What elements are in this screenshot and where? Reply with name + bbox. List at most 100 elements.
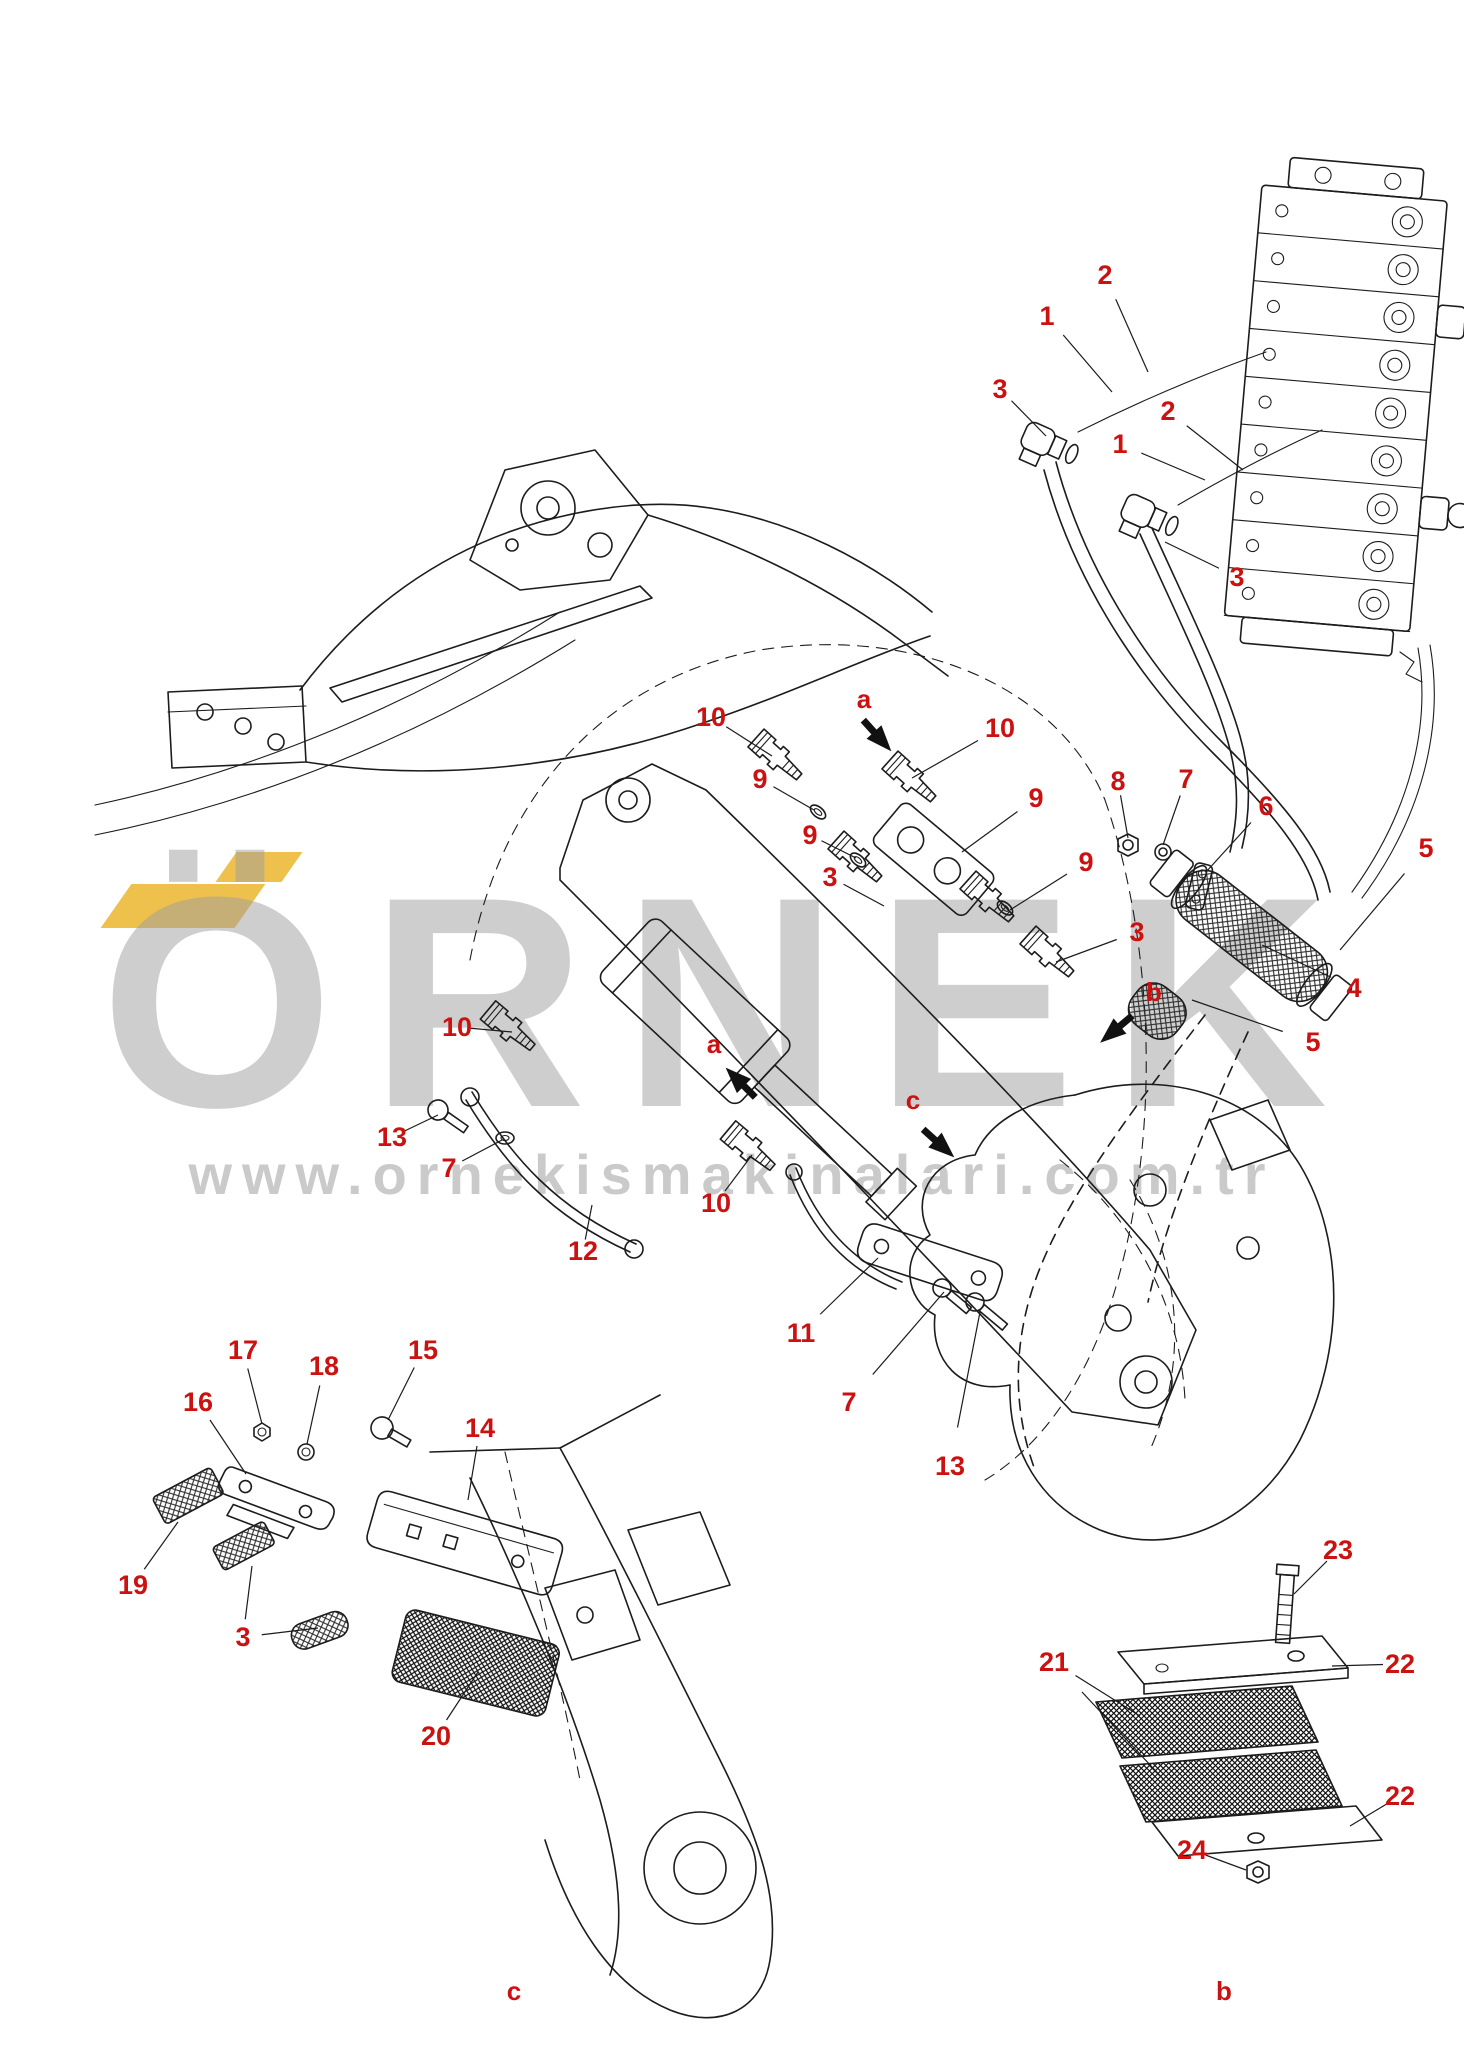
screw-fittings [479, 728, 1080, 1178]
bracket-6 [1185, 862, 1214, 911]
arm-base-body [909, 1083, 1335, 1541]
leader-line [1011, 400, 1047, 437]
leader-line [387, 1367, 415, 1421]
callout-5: 5 [1305, 1027, 1320, 1057]
leader-line [467, 1445, 478, 1501]
callout-2: 2 [1160, 396, 1175, 426]
callout-2: 2 [1097, 260, 1112, 290]
leader-line [1164, 541, 1220, 569]
leader-line [911, 739, 979, 779]
valve-block [1223, 156, 1464, 657]
leader-line [209, 1419, 247, 1475]
callout-10: 10 [701, 1188, 731, 1218]
callout-7: 7 [841, 1387, 856, 1417]
callout-23: 23 [1323, 1535, 1353, 1565]
callout-14: 14 [465, 1413, 495, 1443]
leader-line [1162, 795, 1181, 846]
callout-4: 4 [1346, 973, 1361, 1003]
callout-9: 9 [752, 764, 767, 794]
callout-3: 3 [822, 862, 837, 892]
view-letter-c: c [507, 1976, 521, 2006]
washer-7-left [495, 1131, 515, 1145]
leader-line [725, 726, 773, 757]
callout-9: 9 [1028, 783, 1043, 813]
bolt-7-center [932, 1278, 973, 1315]
callout-22: 22 [1385, 1649, 1415, 1679]
bracket-assembly [152, 1416, 564, 1717]
callout-1: 1 [1039, 301, 1054, 331]
leader-line [244, 1565, 253, 1620]
view-letter-c: c [906, 1085, 920, 1115]
leader-line [1075, 1674, 1141, 1717]
leader-line [1009, 873, 1068, 911]
leader-line [1205, 1854, 1247, 1871]
callout-15: 15 [408, 1335, 438, 1365]
boom-assembly [94, 449, 949, 836]
leader-line [306, 1385, 321, 1445]
leader-line [1331, 1663, 1384, 1667]
leader-line [584, 1204, 593, 1240]
leader-line [773, 786, 815, 811]
leader-line [1081, 1691, 1167, 1783]
leader-line [470, 1027, 513, 1033]
callout-21: 21 [1039, 1647, 1069, 1677]
callout-16: 16 [183, 1387, 213, 1417]
callout-22: 22 [1385, 1781, 1415, 1811]
callout-5: 5 [1418, 833, 1433, 863]
callout-3: 3 [1229, 562, 1244, 592]
callout-10: 10 [696, 702, 726, 732]
leader-line [1191, 999, 1283, 1033]
leader-line [1055, 938, 1117, 963]
leader-line [872, 1291, 945, 1375]
leader-line [1119, 795, 1129, 839]
hose-guard-short [1127, 982, 1187, 1041]
callout-9: 9 [802, 820, 817, 850]
nut-8 [1117, 833, 1139, 857]
callout-12: 12 [568, 1236, 598, 1266]
callout-13: 13 [377, 1122, 407, 1152]
leader-line [843, 883, 885, 907]
clamp-plate-11 [856, 1223, 1004, 1302]
callout-3: 3 [1129, 917, 1144, 947]
leader-line [1115, 299, 1149, 373]
view-letter-a: a [857, 684, 872, 714]
pipe-11 [785, 1163, 903, 1290]
callout-24: 24 [1177, 1835, 1207, 1865]
leader-line [261, 1627, 319, 1636]
hoses [1017, 461, 1435, 1471]
callout-3: 3 [992, 374, 1007, 404]
leader-line [461, 1139, 503, 1162]
leader-line [247, 1368, 263, 1425]
leader-line [724, 1154, 753, 1192]
callout-19: 19 [118, 1570, 148, 1600]
callout-7: 7 [1178, 764, 1193, 794]
leader-line [956, 1311, 981, 1428]
leader-line [143, 1521, 179, 1570]
arm-assembly [559, 763, 1197, 1426]
leader-line [1349, 1802, 1388, 1827]
watermark-brand-text: ÖRNEK [100, 834, 1364, 1170]
callout-13: 13 [935, 1451, 965, 1481]
leader-line [1293, 1560, 1328, 1595]
callout-3: 3 [235, 1622, 250, 1652]
leader-line [821, 840, 857, 859]
leader-line [1339, 873, 1405, 951]
leader-line [1186, 425, 1244, 471]
hose-guard [1149, 849, 1353, 1022]
watermark-url-text: www.ornekismakinalari.com.tr [188, 1143, 1276, 1206]
callout-8: 8 [1110, 766, 1125, 796]
view-letter-b: b [1216, 1976, 1232, 2006]
leader-line [1205, 822, 1252, 873]
callout-1: 1 [1112, 429, 1127, 459]
leader-line [1261, 944, 1332, 978]
callout-18: 18 [309, 1351, 339, 1381]
callout-10: 10 [985, 713, 1015, 743]
callout-9: 9 [1078, 847, 1093, 877]
clamp-kit [1095, 1563, 1383, 1884]
leader-line [403, 1114, 439, 1133]
callout-10: 10 [442, 1012, 472, 1042]
leader-line [819, 1257, 879, 1315]
